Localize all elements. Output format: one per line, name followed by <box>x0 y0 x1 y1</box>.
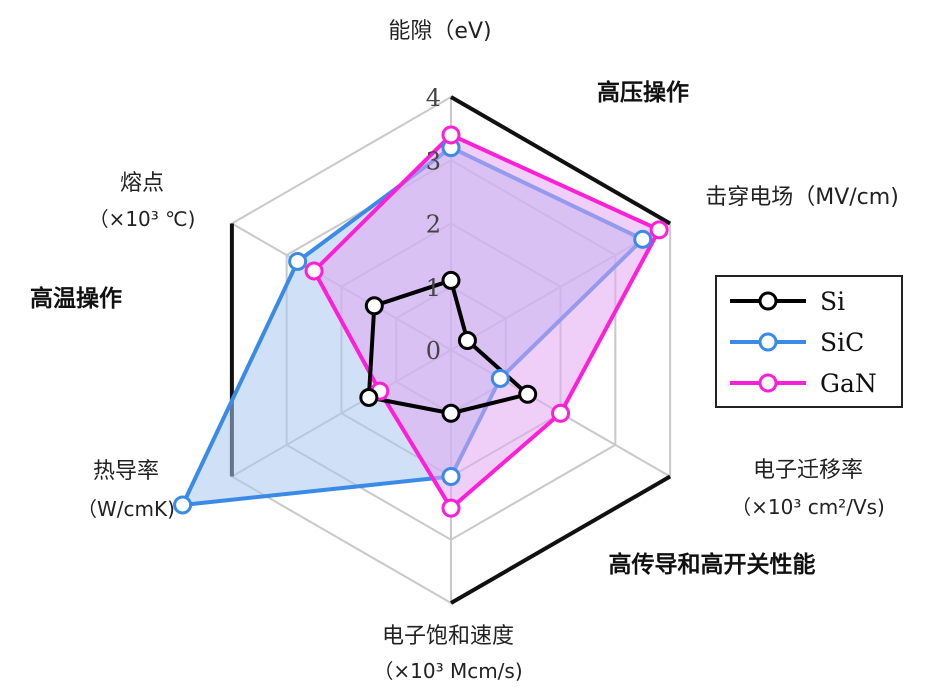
axis-label-thermal-conductivity: 热导率 <box>93 459 159 484</box>
legend-item-sic: SiC <box>730 328 864 357</box>
legend: Si SiC GaN <box>715 275 903 408</box>
legend-label-gan: GaN <box>820 369 877 398</box>
legend-label-sic: SiC <box>820 328 864 357</box>
series-point-si-4 <box>359 387 379 407</box>
series-point-sic-4 <box>173 495 193 515</box>
legend-item-gan: GaN <box>730 369 877 398</box>
series-point-gan-2 <box>551 403 571 423</box>
tick-label-2: 2 <box>426 211 441 239</box>
series-point-si-3 <box>441 403 461 423</box>
series-point-gan-3 <box>441 498 461 518</box>
series-point-sic-5 <box>288 251 308 271</box>
series-point-si-2 <box>518 384 538 404</box>
series-point-gan-0 <box>441 125 461 145</box>
legend-marker-gan <box>758 373 778 393</box>
series-point-si-5 <box>364 296 384 316</box>
region-label-high-temperature: 高温操作 <box>30 285 122 312</box>
legend-marker-si <box>758 291 778 311</box>
axis-label-saturation-velocity: 电子饱和速度 <box>382 624 514 649</box>
axis-unit-melting-point: （×10³ ℃) <box>89 207 196 231</box>
axis-unit-saturation-velocity: （×10³ Mcm/s) <box>373 659 522 683</box>
region-label-high-conduction: 高传导和高开关性能 <box>609 551 816 578</box>
series-point-sic-2 <box>490 368 510 388</box>
region-border-0 <box>450 95 672 226</box>
series-point-si-1 <box>457 331 477 351</box>
axis-unit-electron-mobility: （×10³ cm²/Vs) <box>731 495 885 519</box>
region-border-2 <box>450 474 672 605</box>
tick-label-4: 4 <box>426 84 441 112</box>
axis-label-breakdown-field: 击穿电场（MV/cm) <box>705 185 899 210</box>
tick-label-1: 1 <box>426 274 441 302</box>
tick-labels: 0 1 2 3 4 <box>426 84 441 365</box>
legend-item-si: Si <box>730 287 845 316</box>
series-point-sic-3 <box>441 467 461 486</box>
legend-label-si: Si <box>820 287 845 316</box>
legend-marker-sic <box>758 332 778 352</box>
axis-label-bandgap: 能隙（eV) <box>388 19 491 44</box>
region-label-high-voltage: 高压操作 <box>597 79 689 106</box>
series-layer <box>173 125 669 518</box>
series-point-gan-5 <box>304 261 324 281</box>
series-point-sic-1 <box>633 229 653 249</box>
series-point-gan-1 <box>649 220 669 240</box>
tick-label-3: 3 <box>426 147 441 175</box>
series-point-si-0 <box>441 270 461 290</box>
axis-unit-thermal-conductivity: （W/cmK) <box>77 497 175 521</box>
tick-label-0: 0 <box>426 337 441 365</box>
axis-label-electron-mobility: 电子迁移率 <box>753 458 863 483</box>
axis-label-melting-point: 熔点 <box>120 171 164 196</box>
